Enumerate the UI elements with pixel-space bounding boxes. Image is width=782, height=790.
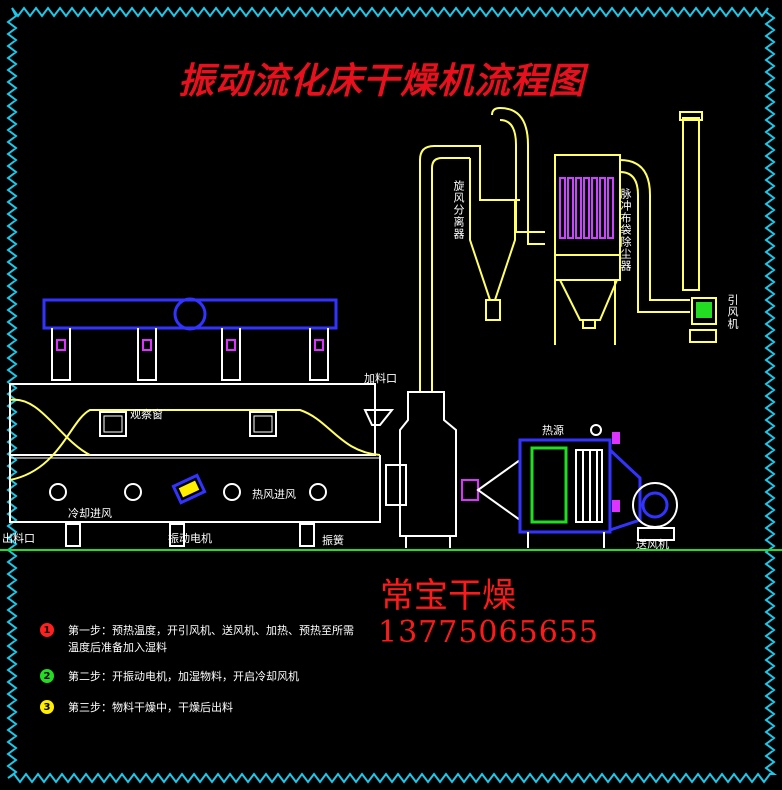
fluid-bed-dryer (9, 297, 395, 547)
label-bag-filter: 脉冲布袋除尘器 (619, 188, 632, 272)
blower-fan (632, 482, 678, 541)
label-vibration-motor: 振动电机 (168, 532, 212, 545)
label-hot-air-inlet: 热风进风 (252, 488, 296, 501)
label-blower: 送风机 (636, 538, 669, 551)
label-cold-air-inlet: 冷却进风 (68, 507, 112, 520)
filter-bag (599, 177, 606, 239)
label-induced-fan: 引风机 (726, 294, 739, 330)
label-feed-inlet: 加料口 (364, 372, 397, 385)
label-heat-source: 热源 (542, 424, 564, 437)
step-2-text: 第二步：开振动电机，加湿物料，开启冷却风机 (68, 670, 299, 683)
label-damper: 振簧 (322, 534, 344, 547)
filter-bag (591, 177, 598, 239)
filter-bag (583, 177, 590, 239)
step-1-marker: 1 (40, 623, 54, 637)
feed-column (385, 391, 479, 548)
diagram-title: 振动流化床干燥机流程图 (178, 60, 586, 102)
cyclone-separator (419, 106, 545, 392)
step-1-text-continued: 温度后准备加入湿料 (68, 641, 167, 654)
step-2: 2 第二步：开振动电机，加湿物料，开启冷却风机 (40, 666, 299, 686)
step-2-marker: 2 (40, 669, 54, 683)
label-observation-window: 观察窗 (130, 408, 163, 421)
induced-fan (679, 111, 717, 343)
step-3-marker: 3 (40, 700, 54, 714)
step-1-continued: 温度后准备加入湿料 (68, 637, 167, 657)
filter-bag (567, 177, 574, 239)
step-1-text: 第一步：预热温度，开引风机、送风机、加热、预热至所需 (68, 624, 354, 637)
brand-name: 常宝干燥 (380, 576, 516, 616)
wavy-border (6, 6, 777, 784)
heat-source (476, 424, 642, 548)
filter-bag (607, 177, 614, 239)
filter-bag (575, 177, 582, 239)
label-cyclone: 旋风分离器 (452, 180, 465, 240)
step-3: 3 第三步：物料干燥中，干燥后出料 (40, 697, 233, 717)
step-3-text: 第三步：物料干燥中，干燥后出料 (68, 701, 233, 714)
phone-number: 13775065655 (378, 615, 599, 650)
filter-bag (559, 177, 566, 239)
bag-filter (554, 154, 690, 345)
label-discharge-port: 出料口 (2, 532, 35, 545)
step-1: 1 第一步：预热温度，开引风机、送风机、加热、预热至所需 (40, 620, 354, 640)
